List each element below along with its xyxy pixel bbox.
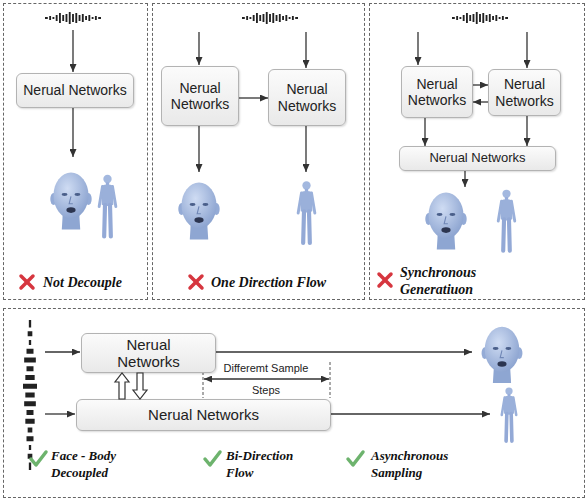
network-box: Nerual Networks <box>401 66 473 118</box>
flow-arrow <box>45 413 75 414</box>
body-mesh <box>99 175 116 237</box>
panel-caption: Asynchronous Sampling <box>371 447 466 481</box>
flow-arrow <box>417 32 418 65</box>
audio-waveform <box>452 12 508 24</box>
panel-caption: Bi-Direction Flow <box>226 447 311 481</box>
box-label: Nerual Networks <box>166 80 234 112</box>
network-box: Nerual Networks <box>268 69 346 126</box>
dashed-panel: One Direction Flow Nerual Networks Nerual … <box>152 3 365 300</box>
flow-arrow <box>473 84 488 85</box>
audio-waveform <box>242 12 298 24</box>
flow-arrow <box>45 351 80 352</box>
face-mesh <box>178 182 219 239</box>
network-box: Nerual Networks <box>81 333 216 373</box>
box-label: Nerual Networks <box>273 81 341 113</box>
network-box: Nerual Networks <box>161 66 239 126</box>
flow-arrow <box>198 125 199 172</box>
panel-caption: One Direction Flow <box>211 274 361 291</box>
flow-arrow <box>305 125 306 172</box>
face-mesh <box>425 192 466 249</box>
dashed-panel: Synchronous GeneratiuonNerual NetworksNe… <box>369 3 585 300</box>
audio-waveform <box>23 320 37 470</box>
network-box: Nerual Networks <box>488 69 561 116</box>
box-label: Nerual Networks <box>405 76 469 108</box>
panel-caption: Face - Body Decoupled <box>51 447 146 481</box>
body-mesh <box>298 181 315 243</box>
audio-waveform <box>45 12 101 24</box>
box-label: Nerual Networks <box>429 151 525 166</box>
network-box: Nerual Networks <box>16 73 134 108</box>
face-mesh <box>50 172 91 229</box>
box-label: Nerual Networks <box>148 406 259 423</box>
flow-arrow <box>330 413 490 414</box>
flow-arrow <box>72 30 73 72</box>
flow-arrow <box>526 32 527 68</box>
flow-arrow <box>473 101 488 102</box>
flow-arrow <box>424 118 425 146</box>
cross-mark <box>379 274 391 286</box>
box-label: Nerual Networks <box>492 76 557 108</box>
box-label: Nerual Networks <box>107 336 190 371</box>
dashed-panel: Not Decouple Nerual Networks <box>3 3 148 300</box>
body-mesh <box>498 190 515 251</box>
flow-arrow <box>305 32 306 68</box>
body-mesh <box>502 387 517 441</box>
flow-arrow <box>198 32 199 65</box>
flow-arrow <box>464 170 465 187</box>
panel-caption: Synchronous Generatiuon <box>400 264 520 298</box>
cross-mark <box>21 276 33 288</box>
dimension-arrow <box>204 378 329 379</box>
panel-caption: Not Decouple <box>43 274 147 291</box>
flow-arrow <box>215 351 472 352</box>
flow-arrow <box>72 107 73 157</box>
cross-mark <box>190 276 202 288</box>
hollow-arrow <box>133 373 147 399</box>
dashed-panel: Face - Body Decoupled Bi-Direction Flow As… <box>3 308 585 498</box>
flow-arrow <box>526 116 527 146</box>
box-label: Nerual Networks <box>23 82 126 98</box>
dimension-label: Differemt Sample Steps <box>216 357 316 401</box>
network-box: Nerual Networks <box>76 399 331 431</box>
network-box: Nerual Networks <box>399 146 556 171</box>
hollow-arrow <box>115 373 129 399</box>
face-mesh <box>482 327 523 383</box>
dimension-guide <box>330 362 331 398</box>
flow-arrow <box>239 97 268 98</box>
